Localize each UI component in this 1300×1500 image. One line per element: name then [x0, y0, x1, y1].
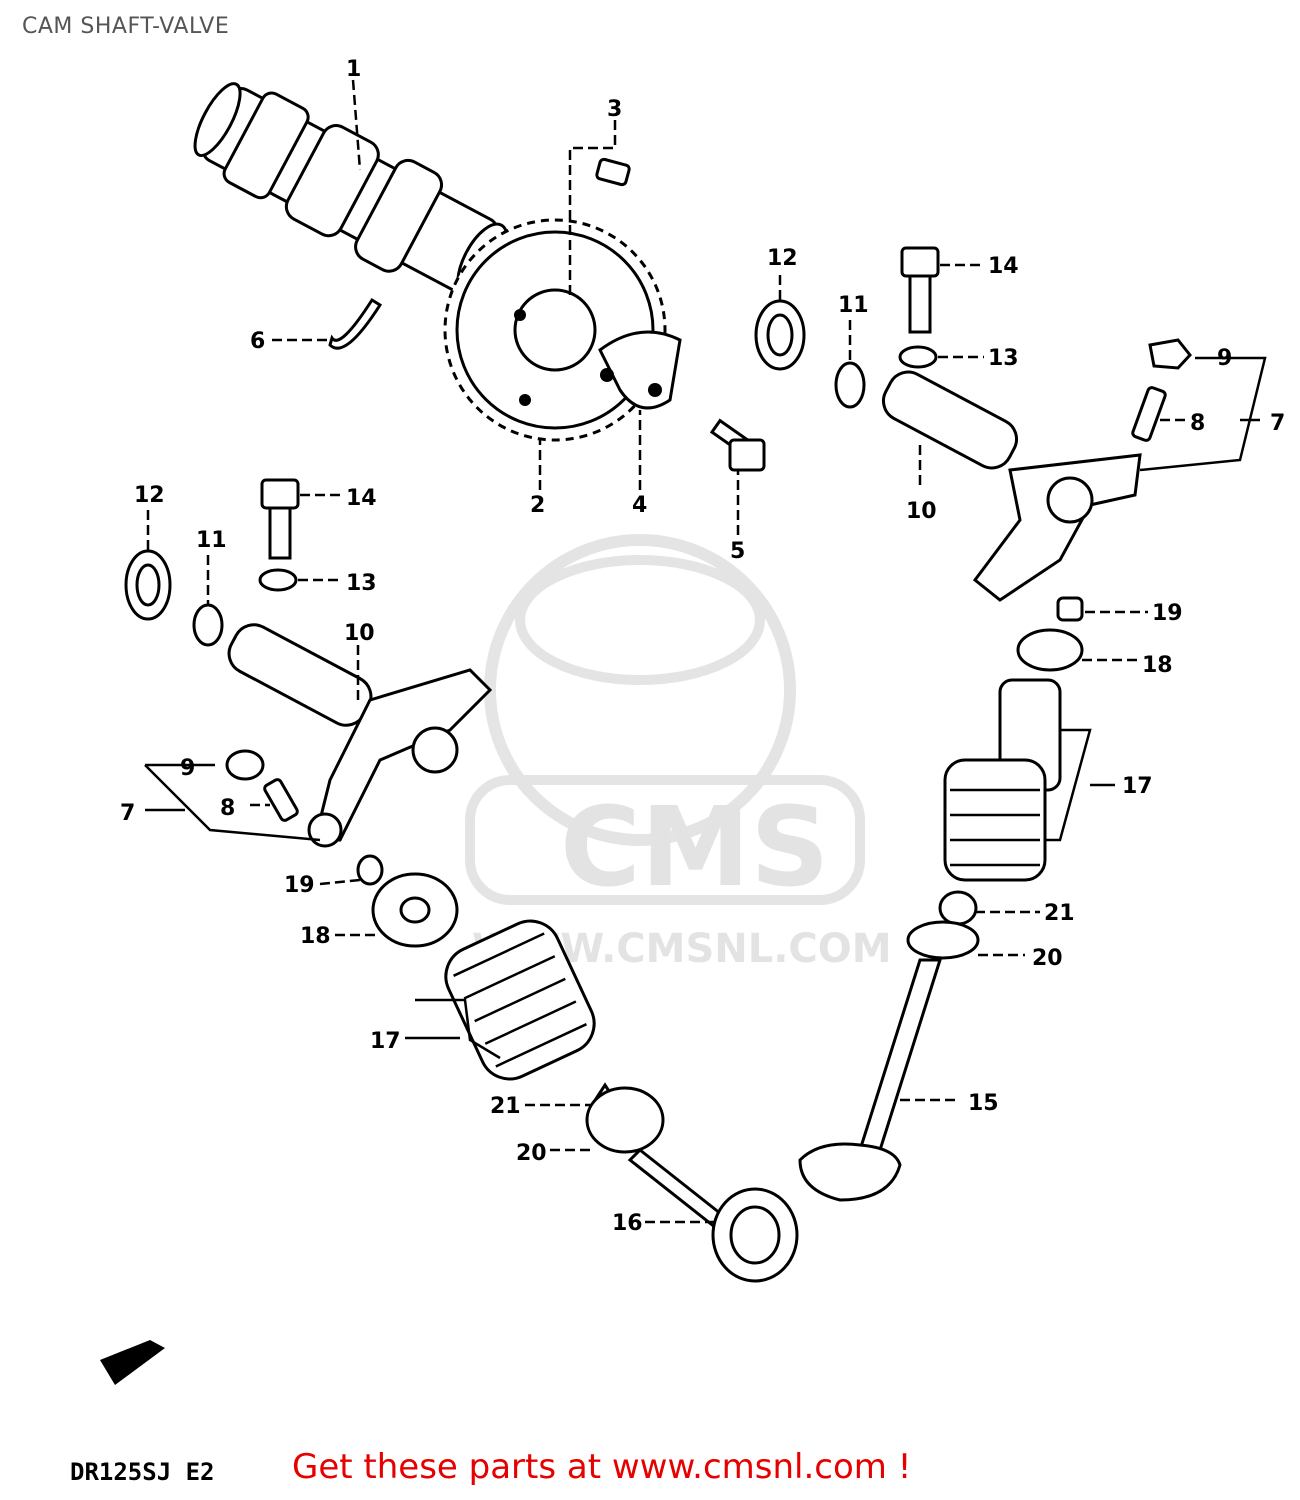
part-17-left-springs[interactable]	[436, 911, 604, 1089]
callout-15: 15	[968, 1091, 999, 1116]
callout-14-left: 14	[346, 486, 377, 511]
part-6-pin[interactable]	[328, 297, 383, 350]
callout-12-left: 12	[134, 483, 165, 508]
callout-9-left: 9	[180, 756, 195, 781]
callout-19-right: 19	[1152, 601, 1183, 626]
part-18-left-retainer[interactable]	[371, 872, 459, 948]
callout-4: 4	[632, 493, 647, 518]
part-7-right-rocker-arm[interactable]	[972, 453, 1142, 602]
part-15-right-valve[interactable]	[798, 958, 943, 1202]
watermark-badge	[465, 775, 865, 905]
part-17-right-springs[interactable]	[943, 678, 1062, 882]
callout-11-left: 11	[196, 528, 227, 553]
callout-2: 2	[530, 493, 545, 518]
callout-20-left: 20	[516, 1141, 547, 1166]
callout-16: 16	[612, 1211, 643, 1236]
callout-12-right: 12	[767, 246, 798, 271]
part-16-left-valve[interactable]	[627, 1147, 799, 1283]
callout-20-right: 20	[1032, 946, 1063, 971]
callout-10-right: 10	[906, 499, 937, 524]
part-18-right-retainer[interactable]	[1016, 628, 1084, 672]
callout-8-left: 8	[220, 796, 235, 821]
callout-7-right: 7	[1270, 411, 1285, 436]
part-19-right-cotter[interactable]	[1056, 596, 1084, 622]
callout-labels: 1 2 3 4 5 6 7 8 9 10 11 12 13 14 12 11 1…	[120, 57, 1285, 1236]
buy-parts-link[interactable]: Get these parts at www.cmsnl.com !	[292, 1447, 912, 1487]
part-19-left-cotter[interactable]	[356, 854, 384, 886]
callout-13-left: 13	[346, 571, 377, 596]
callout-5: 5	[730, 539, 745, 564]
watermark-brand: CMS	[560, 783, 829, 911]
watermark-mascot-helmet	[515, 555, 765, 685]
part-9-left-nut[interactable]	[225, 749, 265, 781]
callout-17-right: 17	[1122, 774, 1153, 799]
callout-8-right: 8	[1190, 411, 1205, 436]
part-14-right-bolt[interactable]	[900, 246, 940, 334]
callout-10-left: 10	[344, 621, 375, 646]
part-12-left-oring[interactable]	[124, 549, 172, 621]
part-8-left-adjuster[interactable]	[263, 778, 299, 822]
part-5-bolt[interactable]	[709, 418, 766, 472]
part-4-lock-washer[interactable]	[598, 330, 682, 410]
part-3-pin[interactable]	[595, 157, 631, 187]
page-title: CAM SHAFT-VALVE	[22, 14, 230, 39]
part-9-right-nut[interactable]	[1148, 338, 1192, 370]
part-11-right-oring[interactable]	[834, 361, 866, 409]
part-10-right-rocker-shaft[interactable]	[876, 365, 1023, 475]
callout-7-left: 7	[120, 801, 135, 826]
part-8-right-adjuster[interactable]	[1131, 386, 1167, 442]
callout-21-left: 21	[490, 1094, 521, 1119]
callout-3: 3	[607, 97, 622, 122]
part-12-right-oring[interactable]	[754, 299, 806, 371]
callout-14-right: 14	[988, 254, 1019, 279]
leader-lines	[144, 79, 1267, 1224]
part-7-left-rocker-arm[interactable]	[307, 668, 493, 848]
part-13-right-washer[interactable]	[898, 345, 938, 369]
callout-19-left: 19	[284, 873, 315, 898]
callout-21-right: 21	[1044, 901, 1075, 926]
callout-6: 6	[250, 329, 265, 354]
callout-9-right: 9	[1217, 346, 1232, 371]
callout-18-left: 18	[300, 924, 331, 949]
part-13-left-washer[interactable]	[258, 568, 298, 592]
part-20-left-seat[interactable]	[585, 1086, 665, 1154]
callout-13-right: 13	[988, 346, 1019, 371]
cms-watermark: CMS WWW.CMSNL.COM	[465, 534, 892, 972]
part-2-cam-sprocket[interactable]	[443, 218, 667, 442]
callout-18-right: 18	[1142, 653, 1173, 678]
part-21-right-seal[interactable]	[938, 890, 978, 926]
front-direction-arrow-icon	[100, 1340, 165, 1385]
callout-1: 1	[346, 57, 361, 82]
model-code: DR125SJ E2	[70, 1458, 215, 1486]
part-20-right-seat[interactable]	[906, 920, 980, 960]
part-14-left-bolt[interactable]	[260, 478, 300, 560]
part-11-left-oring[interactable]	[192, 603, 224, 647]
callout-11-right: 11	[838, 293, 869, 318]
callout-17-left: 17	[370, 1029, 401, 1054]
